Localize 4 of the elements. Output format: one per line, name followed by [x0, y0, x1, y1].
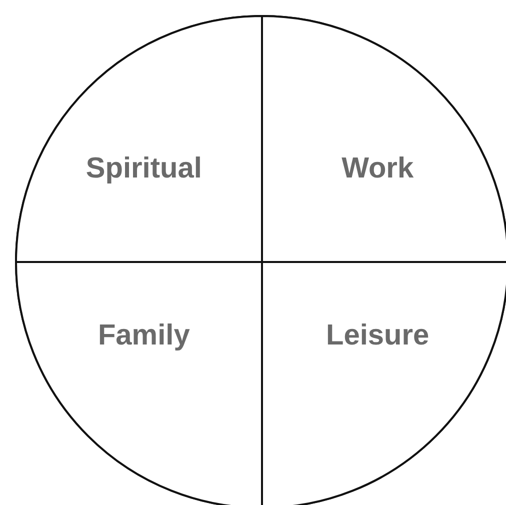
quadrant-label: Family — [98, 319, 190, 352]
quadrant-label: Spiritual — [86, 152, 202, 186]
quadrant-label: Work — [342, 152, 414, 186]
quadrant-label: Leisure — [326, 319, 430, 352]
